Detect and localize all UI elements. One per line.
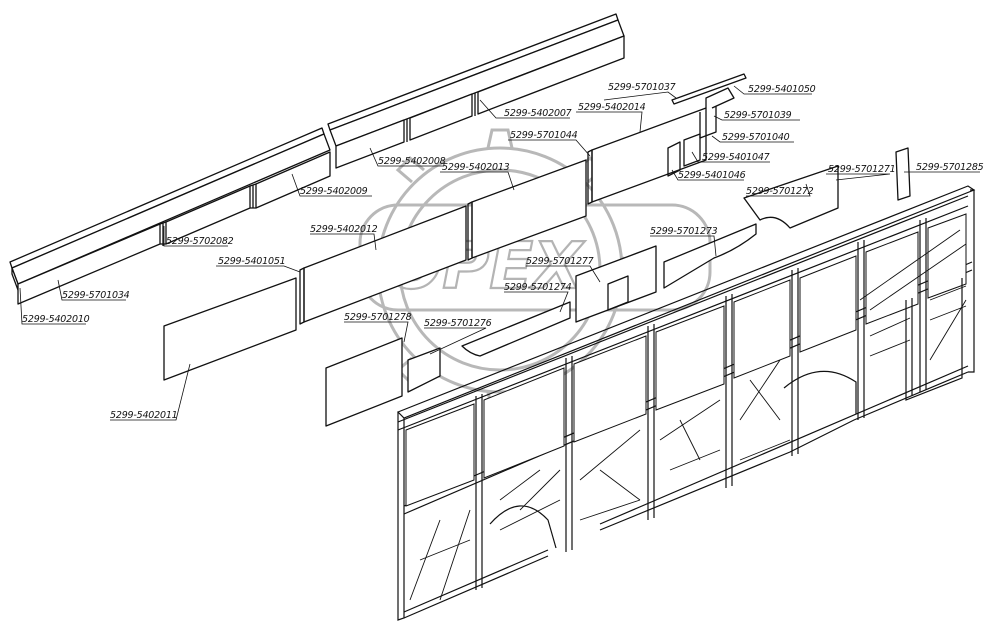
frame-window-1 <box>405 403 475 507</box>
frame-window-2 <box>483 367 565 479</box>
label-5402010: 5299-5402010 <box>22 314 90 325</box>
label-5701272: 5299-5701272 <box>746 186 814 197</box>
rail-right-molding <box>329 19 625 147</box>
bracket-5401050 <box>705 87 735 109</box>
label-5701277: 5299-5701277 <box>526 256 594 267</box>
label-5701034: 5299-5701034 <box>62 290 130 301</box>
panel-5701274 <box>461 301 571 357</box>
label-5401046: 5299-5401046 <box>678 170 746 181</box>
label-5701276: 5299-5701276 <box>424 318 492 329</box>
panel-5701277-window <box>607 275 629 311</box>
upper-rail-left <box>9 127 331 305</box>
lower-left-panels <box>163 147 911 427</box>
label-5701037: 5299-5701037 <box>608 82 676 93</box>
label-5701040: 5299-5701040 <box>722 132 790 143</box>
panel-5402009 <box>255 151 331 209</box>
label-5402008: 5299-5402008 <box>378 156 446 167</box>
bracket-5701039 <box>699 106 717 139</box>
label-5402012: 5299-5402012 <box>310 224 378 235</box>
label-5701278: 5299-5701278 <box>344 312 412 323</box>
label-5701044: 5299-5701044 <box>510 130 578 141</box>
label-5402007: 5299-5402007 <box>504 108 572 119</box>
frame-window-3 <box>573 335 647 443</box>
panel-5402014 <box>591 107 707 203</box>
label-5701039: 5299-5701039 <box>724 110 792 121</box>
piece-5401047 <box>683 133 701 167</box>
panel-5701285 <box>895 147 911 201</box>
label-5701274: 5299-5701274 <box>504 282 572 293</box>
label-5401047: 5299-5401047 <box>702 152 770 163</box>
frame-window-8 <box>927 213 967 299</box>
panel-5701276 <box>407 347 441 393</box>
panel-5402007 <box>477 35 625 115</box>
label-5701271: 5299-5701271 <box>828 164 896 175</box>
label-5402014: 5299-5402014 <box>578 102 646 113</box>
label-5401051: 5299-5401051 <box>218 256 286 267</box>
middle-panels <box>299 73 747 325</box>
side-frame <box>396 185 976 621</box>
panel-5701273 <box>663 223 757 289</box>
label-5401050: 5299-5401050 <box>748 84 816 95</box>
label-5701273: 5299-5701273 <box>650 226 718 237</box>
panel-5402011 <box>163 277 297 381</box>
panel-5701278 <box>325 337 403 427</box>
panel-5402008 <box>335 119 405 169</box>
trim-5701037 <box>671 73 747 105</box>
part-labels: 5299-5701037 5299-5401050 5299-5701039 5… <box>22 82 984 421</box>
piece-5401046 <box>667 141 681 177</box>
panel-5701277 <box>575 245 657 323</box>
frame-window-6 <box>799 255 857 353</box>
leader-lines <box>19 85 980 421</box>
upper-rail-right <box>327 13 625 169</box>
label-5702082: 5299-5702082 <box>166 236 234 247</box>
frame-window-4 <box>655 305 725 411</box>
label-5701285: 5299-5701285 <box>916 162 984 173</box>
panel-5701272 <box>743 165 839 229</box>
frame-window-5 <box>733 279 791 379</box>
label-5402013: 5299-5402013 <box>442 162 510 173</box>
label-5402011: 5299-5402011 <box>110 410 178 421</box>
frame-door <box>905 278 963 401</box>
label-5402009: 5299-5402009 <box>300 186 368 197</box>
